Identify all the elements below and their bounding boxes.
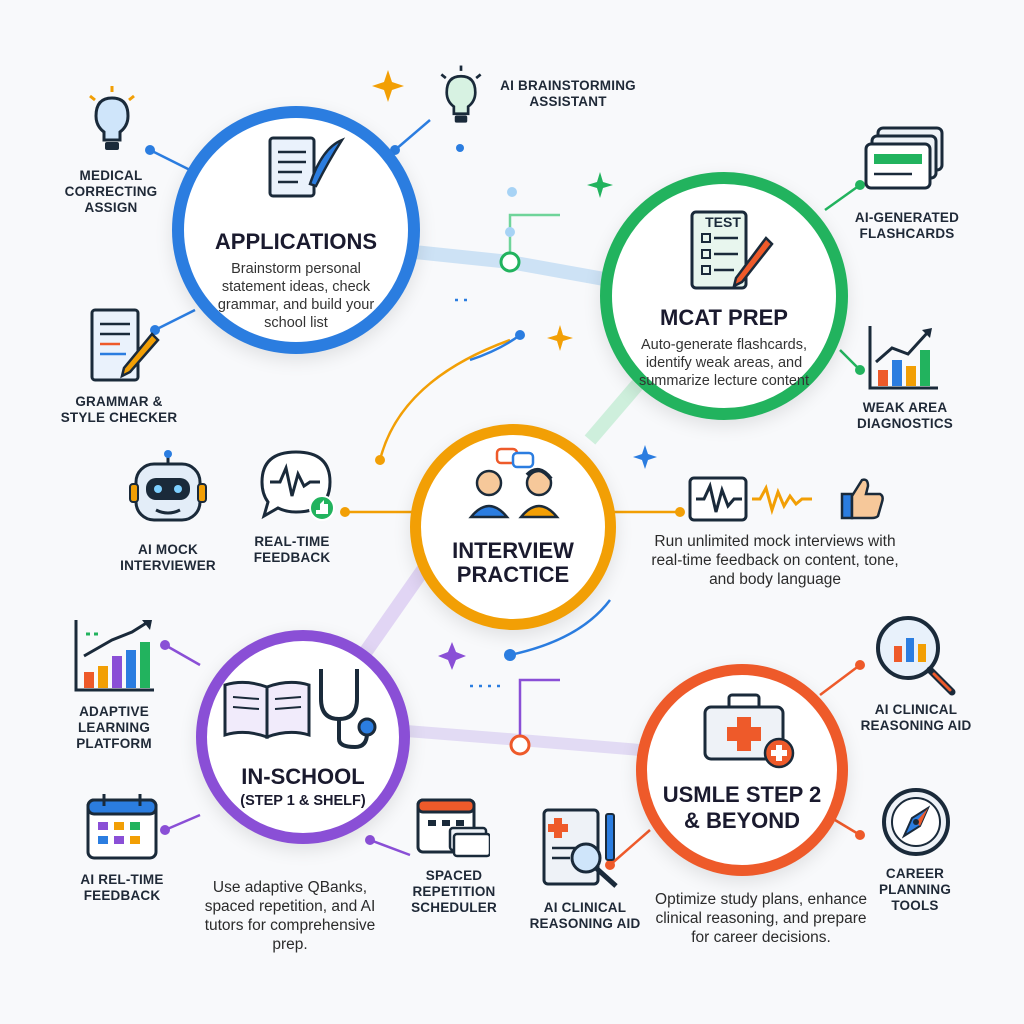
waveform-icon (688, 476, 812, 522)
stage-title: APPLICATIONS (214, 229, 378, 254)
tool-label-career-tools: CAREER PLANNING TOOLS (878, 866, 952, 913)
spoke-school-spaced (369, 838, 411, 857)
compass-icon (882, 788, 950, 856)
stage-usmle-step2: USMLE STEP 2 & BEYOND (636, 664, 848, 876)
bar-chart-icon (74, 620, 154, 692)
grammar-document-icon (90, 308, 160, 382)
spoke-mcat-flash (824, 183, 861, 212)
dot (855, 830, 865, 840)
dot (855, 660, 865, 670)
spoke-usmle-bottom (609, 829, 651, 866)
spoke-app-grammar (154, 308, 196, 332)
lightbulb-icon (89, 86, 135, 150)
medical-kit-icon (703, 693, 795, 769)
sparkle-icon (547, 325, 573, 351)
link-interview-inschool (354, 555, 436, 665)
tool-label-clinical-aid-bottom: AI CLINICAL REASONING AID (529, 900, 641, 931)
tool-label-clinical-aid-right: AI CLINICAL REASONING AID (860, 702, 972, 733)
calendar-icon (86, 794, 158, 860)
tool-label-mock-interviewer: AI MOCK INTERVIEWER (120, 542, 216, 573)
calendar-icon (416, 798, 490, 858)
tool-label-spaced-repetition: SPACED REPETITION SCHEDULER (411, 868, 497, 915)
dot (675, 507, 685, 517)
lightbulb-icon (440, 65, 482, 123)
spoke-school-adaptive (164, 643, 201, 667)
tool-label-realtime-feedback: REAL-TIME FEEDBACK (253, 534, 331, 565)
stage-applications: APPLICATIONS Brainstorm personal stateme… (172, 106, 420, 354)
dot (150, 325, 160, 335)
stage-title: PRACTICE (456, 562, 570, 587)
stage-title: USMLE STEP 2 (662, 782, 822, 807)
robot-icon (129, 450, 207, 522)
dot (456, 144, 464, 152)
tool-label-rel-time-feedback: AI REL-TIME FEEDBACK (80, 872, 164, 903)
stethoscope-icon (319, 669, 377, 750)
junction-node (509, 734, 531, 756)
stage-description: Brainstorm personal statement ideas, che… (217, 261, 375, 331)
stage-title: IN-SCHOOL (241, 764, 365, 789)
dot (505, 227, 515, 237)
stage-title: INTERVIEW (452, 538, 574, 563)
stage-subtitle: (STEP 1 & SHELF) (240, 793, 366, 809)
speech-waveform-icon (260, 450, 335, 521)
tool-label-medical-correcting: MEDICAL CORRECTING ASSIGN (64, 168, 158, 215)
dot (145, 145, 155, 155)
dot (504, 649, 516, 661)
dot (855, 365, 865, 375)
flashcards-icon (864, 126, 944, 190)
sparkle-icon (372, 70, 404, 102)
tool-label-grammar-checker: GRAMMAR & STYLE CHECKER (60, 394, 178, 425)
in-school-description: Use adaptive QBanks, spaced repetition, … (204, 879, 376, 953)
dot (507, 187, 517, 197)
clinical-document-icon (542, 808, 618, 888)
stage-mcat-prep: TEST MCAT PREP Auto-generate flashcards,… (600, 172, 848, 420)
branch-blue-bottom (509, 599, 611, 657)
spoke-app-brainstorm (394, 119, 431, 151)
bar-chart-icon (868, 326, 938, 390)
sparkle-icon (633, 445, 657, 469)
dot (375, 455, 385, 465)
dot (365, 835, 375, 845)
test-label: TEST (705, 214, 741, 230)
dot (515, 330, 525, 340)
branch-blue-curve (378, 338, 511, 461)
book-icon (223, 680, 311, 740)
interview-people-icon (468, 447, 560, 519)
document-quill-icon (268, 136, 346, 198)
dot (855, 180, 865, 190)
stage-title: MCAT PREP (660, 305, 788, 330)
spoke-app-bulb (149, 148, 191, 172)
stage-description: Auto-generate flashcards, identify weak … (638, 337, 810, 389)
branch-blue-curve-2 (469, 333, 521, 362)
tool-label-flashcards: AI-GENERATED FLASHCARDS (854, 210, 960, 241)
interview-description: Run unlimited mock interviews with real-… (651, 533, 899, 588)
thumbs-up-icon (840, 478, 884, 520)
usmle-description: Optimize study plans, enhance clinical r… (655, 891, 867, 946)
stage-in-school: IN-SCHOOL (STEP 1 & SHELF) (196, 630, 410, 844)
junction-node (499, 251, 521, 273)
tool-label-adaptive-platform: ADAPTIVE LEARNING PLATFORM (76, 704, 152, 751)
branch-center-up (508, 213, 560, 262)
sparkle-icon (438, 642, 466, 670)
dot (605, 860, 615, 870)
spoke-school-calendar (164, 813, 201, 832)
stage-title: & BEYOND (683, 808, 801, 833)
tool-label-weak-area: WEAK AREA DIAGNOSTICS (857, 400, 953, 431)
tool-label-ai-brainstorming: AI BRAINSTORMING ASSISTANT (500, 78, 636, 109)
dot (160, 825, 170, 835)
stage-interview-practice: INTERVIEW PRACTICE (410, 424, 616, 630)
sparkle-icon (587, 172, 613, 198)
magnifier-chart-icon (876, 616, 956, 696)
test-clipboard-icon (690, 210, 774, 290)
branch-purple-connector (518, 678, 560, 740)
dot (160, 640, 170, 650)
spoke-usmle-top (819, 664, 861, 696)
dot (340, 507, 350, 517)
